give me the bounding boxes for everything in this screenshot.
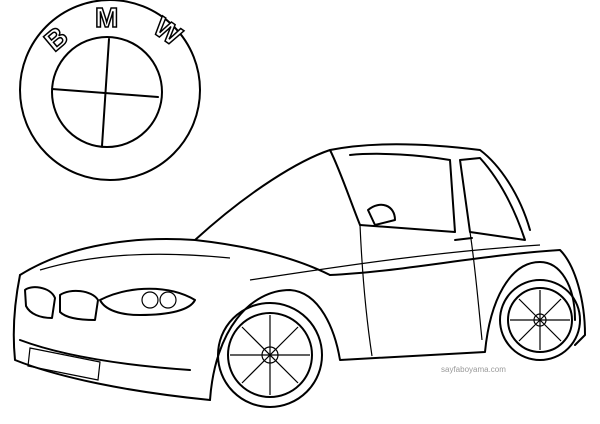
bmw-logo: B M W <box>19 0 201 181</box>
car-drawing <box>12 143 586 408</box>
watermark-text: sayfaboyama.com <box>441 365 506 374</box>
logo-letter-m: M <box>95 2 118 33</box>
logo-letter-w: W <box>148 11 188 52</box>
